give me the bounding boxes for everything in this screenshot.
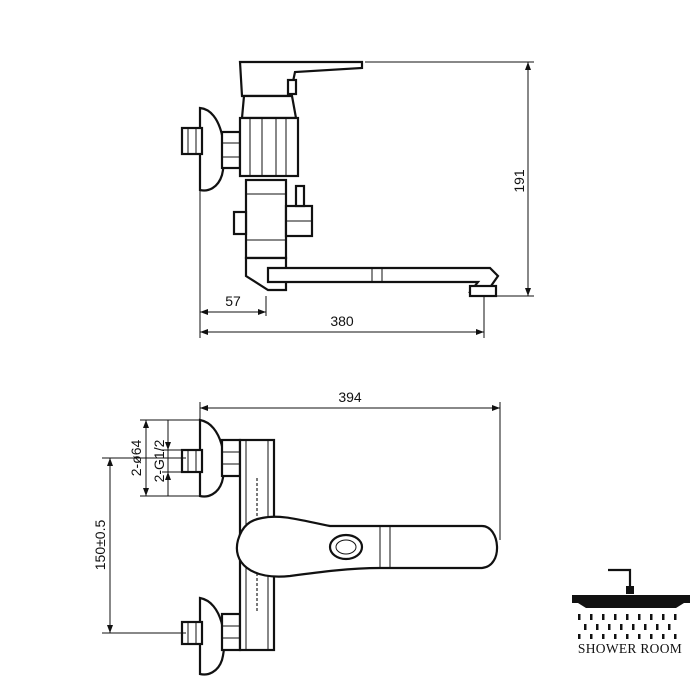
front-handle-cap (328, 533, 364, 561)
side-spout-arm (266, 266, 500, 298)
side-inlet-pipe (180, 126, 204, 156)
front-lower-escutcheon (198, 596, 226, 676)
front-lower-nut (220, 612, 242, 652)
side-view: 191 57 380 (180, 60, 534, 338)
dim-flange-64: 2-ø64 (128, 419, 200, 497)
dim-centers-label: 150±0.5 (92, 520, 108, 571)
front-lever-handle (235, 515, 499, 578)
dim-total-width-394: 394 (199, 389, 501, 540)
front-upper-escutcheon (198, 418, 226, 498)
dim-total-length-label: 380 (330, 313, 354, 329)
front-upper-nut (220, 438, 242, 478)
front-upper-inlet (180, 448, 204, 474)
front-view: 394 150±0.5 2-ø64 2-G1/2 (92, 389, 501, 676)
side-cartridge-body (238, 116, 300, 178)
dim-centers-150: 150±0.5 (92, 457, 186, 634)
logo-text: SHOWER ROOM (578, 641, 682, 656)
dim-wall-offset-57: 57 (199, 190, 267, 338)
side-connector-nut (220, 130, 242, 170)
side-handle-lever (238, 60, 364, 98)
dim-total-width-label: 394 (338, 389, 362, 405)
dim-wall-offset-label: 57 (225, 293, 241, 309)
dim-total-length-380: 380 (200, 296, 485, 338)
side-handle-pivot (286, 78, 298, 96)
dim-thread-g12: 2-G1/2 (151, 420, 184, 496)
dim-height-191: 191 (365, 61, 534, 297)
shower-head-icon (608, 568, 632, 590)
side-handle-base (240, 94, 298, 120)
side-wall-escutcheon (198, 106, 226, 192)
side-left-connector (232, 210, 248, 236)
water-drops-icon (578, 614, 677, 639)
side-aerator (468, 284, 498, 298)
dim-thread-label: 2-G1/2 (151, 439, 167, 482)
shower-room-logo: SHOWER ROOM (572, 568, 690, 656)
side-diverter-stem (294, 184, 306, 208)
dim-height-label: 191 (511, 169, 527, 193)
dim-flange-label: 2-ø64 (128, 440, 144, 477)
side-valve-body (244, 178, 288, 260)
